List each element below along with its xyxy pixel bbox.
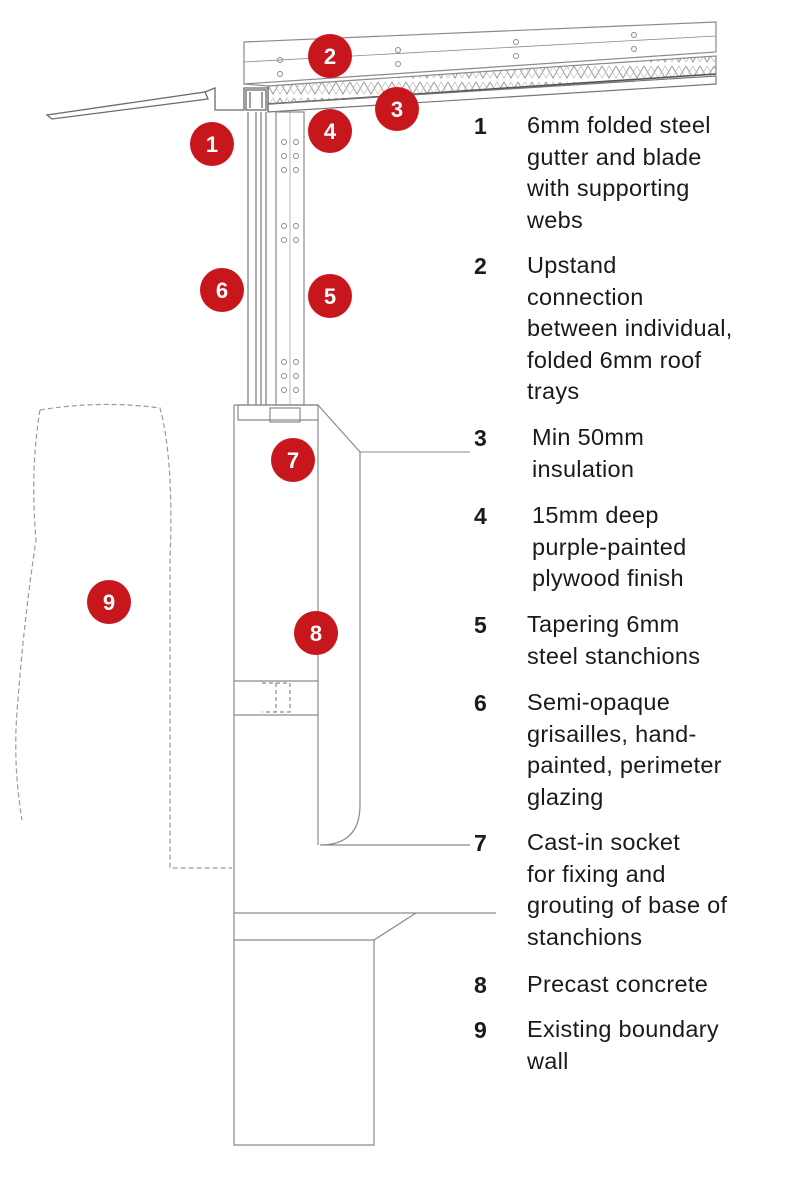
legend-label: Existing boundary wall	[527, 1016, 719, 1074]
legend-number: 3	[474, 425, 487, 451]
cast-in-socket	[237, 404, 319, 421]
roof-tray	[243, 21, 717, 85]
svg-text:6: 6	[216, 278, 228, 303]
legend-label: Precast concrete	[527, 971, 709, 997]
callout-3: 3	[375, 87, 419, 131]
legend-number: 5	[474, 612, 487, 638]
steel-stanchion	[275, 111, 305, 406]
legend-label: Tapering 6mm steel stanchions	[527, 611, 701, 669]
callout-7: 7	[271, 438, 315, 482]
legend-number: 4	[474, 503, 487, 529]
svg-text:9: 9	[103, 590, 115, 615]
legend-number: 7	[474, 830, 487, 856]
legend-label: Cast-in socket for fixing and grouting o…	[527, 829, 728, 950]
legend-number: 9	[474, 1017, 487, 1043]
callout-4: 4	[308, 109, 352, 153]
perimeter-glazing	[247, 112, 267, 405]
legend-label: Semi-opaque grisailles, hand- painted, p…	[527, 689, 722, 810]
legend-number: 6	[474, 690, 487, 716]
boundary-wall	[15, 403, 232, 869]
callout-8: 8	[294, 611, 338, 655]
legend-number: 1	[474, 113, 487, 139]
svg-text:8: 8	[310, 621, 322, 646]
legend-number: 8	[474, 972, 487, 998]
svg-text:1: 1	[206, 132, 218, 157]
legend-label: 6mm folded steel gutter and blade with s…	[527, 112, 711, 233]
gutter-blade	[45, 87, 269, 120]
svg-text:2: 2	[324, 44, 336, 69]
callout-1: 1	[190, 122, 234, 166]
svg-text:5: 5	[324, 284, 336, 309]
legend-label: 15mm deep purple-painted plywood finish	[532, 502, 687, 591]
callout-5: 5	[308, 274, 352, 318]
stanchion-bolts	[281, 139, 299, 393]
precast-concrete	[233, 404, 496, 1146]
legend-label: Upstand connection between individual, f…	[527, 252, 733, 404]
blade	[45, 91, 209, 120]
svg-text:4: 4	[324, 119, 337, 144]
legend-label: Min 50mm insulation	[532, 424, 645, 482]
roof-bolts	[277, 32, 637, 77]
svg-text:3: 3	[391, 97, 403, 122]
callout-2: 2	[308, 34, 352, 78]
svg-text:7: 7	[287, 448, 299, 473]
callout-9: 9	[87, 580, 131, 624]
callout-6: 6	[200, 268, 244, 312]
legend-number: 2	[474, 253, 487, 279]
